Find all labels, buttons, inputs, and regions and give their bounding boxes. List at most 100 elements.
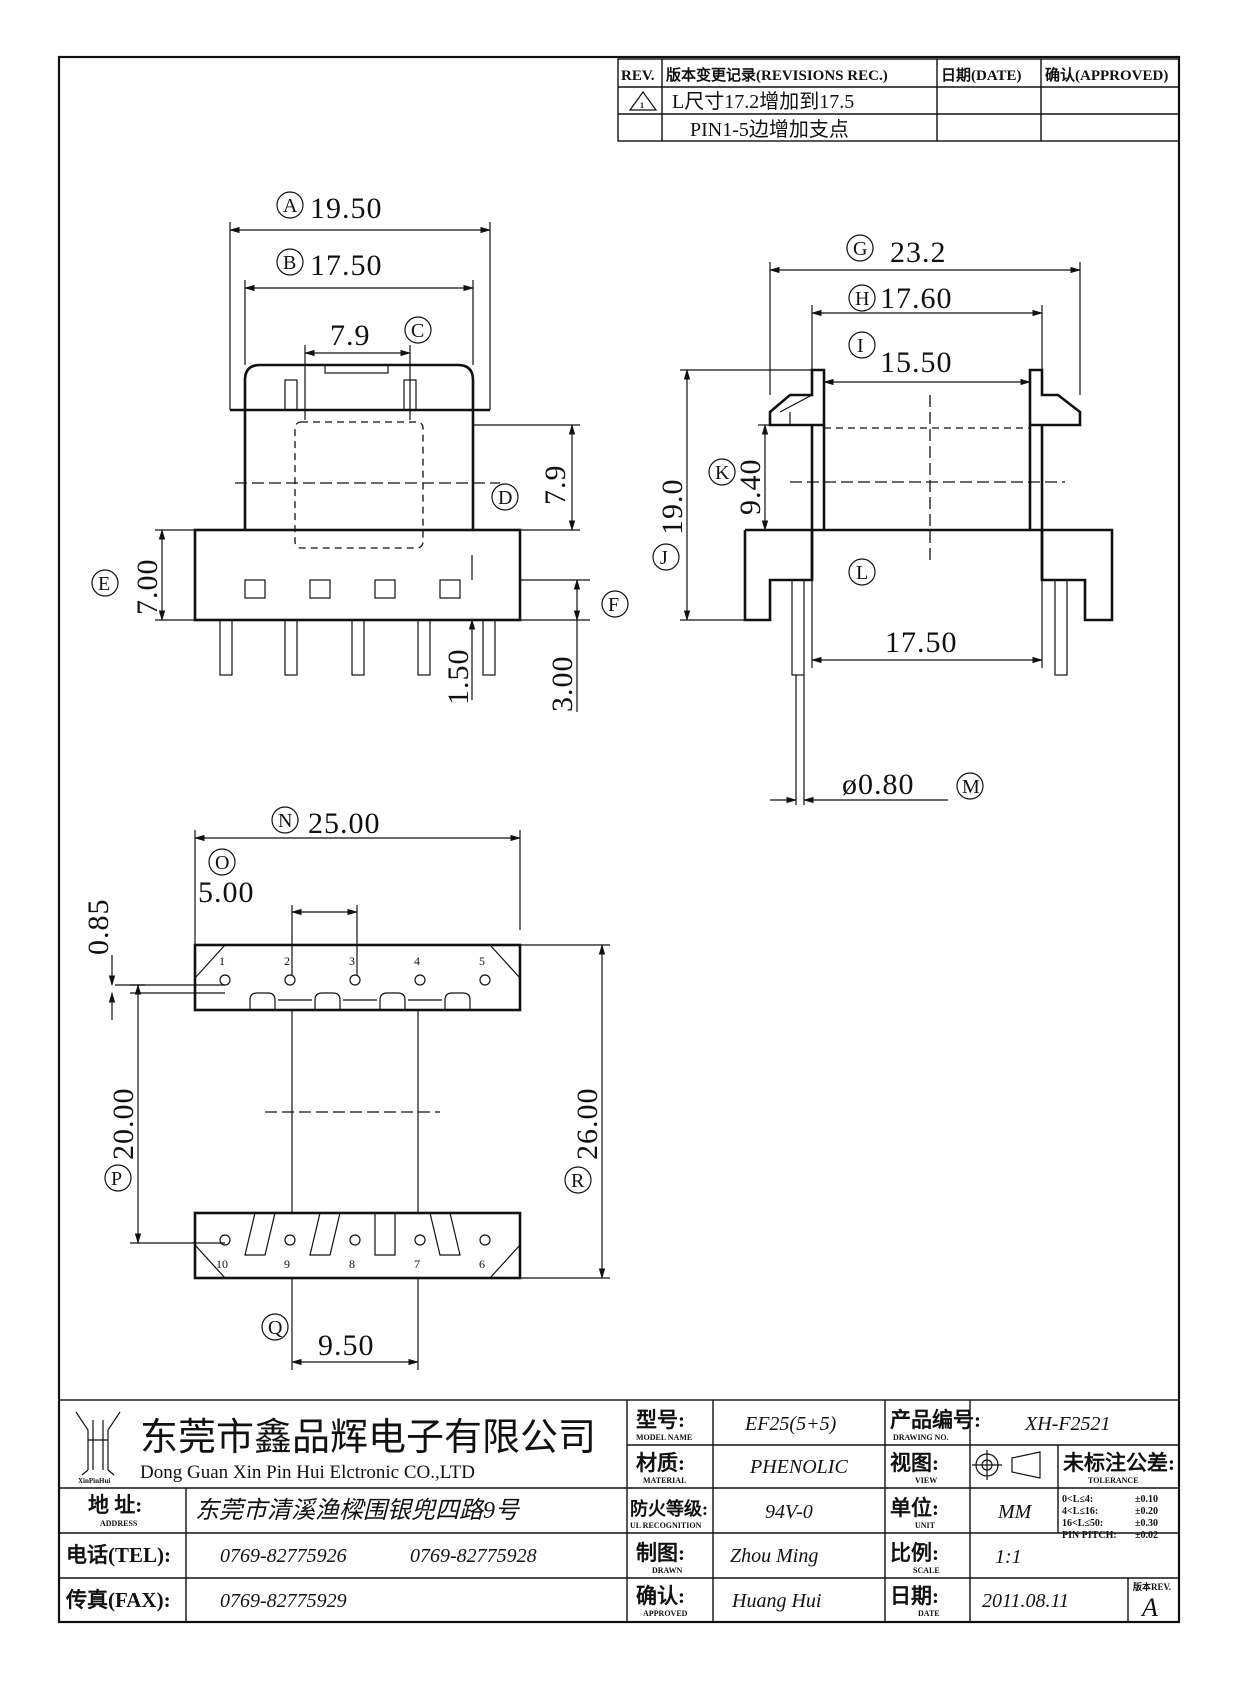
address-value: 东莞市清溪渔樑围银兜四路9号 bbox=[195, 1497, 521, 1524]
sheet-border bbox=[57, 55, 1181, 1624]
front-view: A 19.50 B 17.50 7.9 C 7.9 D 7.00 E bbox=[91, 191, 629, 713]
material-value: PHENOLIC bbox=[749, 1456, 848, 1478]
dim-d-letter: D bbox=[498, 487, 512, 509]
approved-value: Huang Hui bbox=[731, 1590, 821, 1612]
title-block: XinPinHui 东莞市鑫品辉电子有限公司 Dong Guan Xin Pin… bbox=[58, 1399, 1180, 1623]
tel-label: 电话(TEL): bbox=[66, 1543, 171, 1567]
drawn-value: Zhou Ming bbox=[730, 1545, 818, 1567]
revision-date-header: 日期(DATE) bbox=[941, 66, 1022, 84]
address-label-sub: ADDRESS bbox=[100, 1519, 138, 1528]
pin-label-7: 7 bbox=[414, 1257, 420, 1271]
revision-record-header: 版本变更记录(REVISIONS REC.) bbox=[666, 66, 888, 84]
fax-label: 传真(FAX): bbox=[65, 1588, 171, 1612]
pin-label-1: 1 bbox=[219, 954, 225, 968]
pin-label-3: 3 bbox=[349, 954, 355, 968]
drawing-no-label: 产品编号: bbox=[890, 1408, 981, 1432]
fax-value: 0769-82775929 bbox=[220, 1590, 347, 1612]
dim-a-letter: A bbox=[283, 195, 298, 217]
approved-label: 确认: bbox=[636, 1584, 685, 1608]
dim-i-letter: I bbox=[857, 335, 864, 357]
side-view: G 23.2 H 17.60 I 15.50 19.0 J 9.40 K L 1… bbox=[652, 234, 1114, 805]
scale-value: 1:1 bbox=[995, 1546, 1022, 1568]
dim-r-letter: R bbox=[571, 1170, 585, 1192]
dim-l-letter: L bbox=[856, 562, 868, 584]
dim-f-value: 3.00 bbox=[546, 656, 579, 713]
tel-1: 0769-82775926 bbox=[220, 1545, 347, 1567]
model-value: EF25(5+5) bbox=[744, 1413, 837, 1435]
revision-approved-header: 确认(APPROVED) bbox=[1045, 66, 1168, 84]
material-label: 材质: bbox=[636, 1451, 685, 1475]
view-label: 视图: bbox=[890, 1451, 939, 1475]
tolerance-range-4: PIN PITCH: bbox=[1062, 1530, 1117, 1541]
fire-rating-label: 防火等级: bbox=[630, 1498, 708, 1519]
dim-g-value: 23.2 bbox=[890, 236, 947, 269]
fire-rating-value: 94V-0 bbox=[765, 1501, 813, 1523]
tolerance-range-3: 16<L≤50: bbox=[1062, 1518, 1103, 1529]
dim-a-value: 19.50 bbox=[310, 192, 383, 225]
dim-f-letter: F bbox=[608, 594, 619, 616]
drawn-label-sub: DRAWN bbox=[652, 1566, 682, 1575]
date-label-sub: DATE bbox=[918, 1609, 940, 1618]
dim-n-letter: N bbox=[278, 810, 292, 832]
tel-2: 0769-82775928 bbox=[410, 1545, 537, 1567]
scale-label-sub: SCALE bbox=[913, 1566, 940, 1575]
tolerance-value-2: ±0.20 bbox=[1135, 1506, 1158, 1517]
revision-table: REV. 版本变更记录(REVISIONS REC.) 日期(DATE) 确认(… bbox=[617, 58, 1180, 142]
material-label-sub: MATERIAL bbox=[643, 1476, 686, 1485]
drawing-no-value: XH-F2521 bbox=[1024, 1413, 1111, 1435]
unit-label-sub: UNIT bbox=[915, 1521, 936, 1530]
dim-o2-value: 0.85 bbox=[82, 899, 115, 956]
pin-label-9: 9 bbox=[284, 1257, 290, 1271]
dim-i-value: 15.50 bbox=[880, 346, 953, 379]
dim-p-letter: P bbox=[111, 1168, 122, 1190]
dim-b-value: 17.50 bbox=[310, 249, 383, 282]
tolerance-label: 未标注公差: bbox=[1063, 1451, 1175, 1475]
projection-symbol-icon bbox=[972, 1450, 1041, 1480]
dim-k-letter: K bbox=[715, 462, 730, 484]
dim-f2-value: 1.50 bbox=[442, 649, 475, 706]
dim-o-value: 5.00 bbox=[198, 876, 255, 909]
tolerance-value-3: ±0.30 bbox=[1135, 1518, 1158, 1529]
pin-label-4: 4 bbox=[414, 954, 420, 968]
drawing-no-label-sub: DRAWING NO. bbox=[893, 1433, 949, 1442]
bottom-view: 1 2 3 4 5 10 9 8 7 6 N 25.00 O 5. bbox=[82, 806, 610, 1370]
pin-label-5: 5 bbox=[479, 954, 485, 968]
pin-label-2: 2 bbox=[284, 954, 290, 968]
dim-c-letter: C bbox=[411, 320, 424, 342]
model-label-sub: MODEL NAME bbox=[636, 1433, 692, 1442]
rev-label: 版本REV. bbox=[1132, 1581, 1171, 1592]
dim-m-value: ø0.80 bbox=[842, 768, 915, 801]
model-label: 型号: bbox=[636, 1408, 685, 1432]
dim-q-value: 9.50 bbox=[318, 1329, 375, 1362]
dim-q-letter: Q bbox=[268, 1317, 283, 1339]
tolerance-value-1: ±0.10 bbox=[1135, 1494, 1158, 1505]
unit-label: 单位: bbox=[890, 1496, 939, 1520]
dim-j-letter: J bbox=[660, 547, 668, 569]
tolerance-range-1: 0<L≤4: bbox=[1062, 1494, 1093, 1505]
pin-label-8: 8 bbox=[349, 1257, 355, 1271]
company-name-en: Dong Guan Xin Pin Hui Elctronic CO.,LTD bbox=[140, 1462, 475, 1483]
dim-k-value: 9.40 bbox=[734, 459, 767, 516]
rev-header: REV. bbox=[621, 68, 655, 84]
pin-label-6: 6 bbox=[479, 1257, 485, 1271]
unit-value: MM bbox=[997, 1501, 1033, 1523]
tolerance-range-2: 4<L≤16: bbox=[1062, 1506, 1098, 1517]
svg-text:1: 1 bbox=[640, 101, 644, 110]
dim-n-value: 25.00 bbox=[308, 807, 381, 840]
tolerance-label-sub: TOLERANCE bbox=[1088, 1476, 1139, 1485]
pin-label-10: 10 bbox=[216, 1257, 228, 1271]
scale-label: 比例: bbox=[890, 1541, 939, 1565]
dim-l-value: 17.50 bbox=[885, 626, 958, 659]
logo-caption: XinPinHui bbox=[78, 1477, 110, 1485]
revision-triangle-icon: 1 bbox=[628, 90, 658, 111]
dim-h-value: 17.60 bbox=[880, 282, 953, 315]
company-logo: XinPinHui bbox=[75, 1411, 121, 1485]
dim-r-value: 26.00 bbox=[571, 1088, 604, 1161]
company-name-cn: 东莞市鑫品辉电子有限公司 bbox=[140, 1415, 596, 1459]
dim-c-value: 7.9 bbox=[330, 319, 371, 352]
dim-h-letter: H bbox=[855, 288, 869, 310]
tolerance-value-4: ±0.02 bbox=[1135, 1530, 1158, 1541]
date-label: 日期: bbox=[890, 1584, 939, 1608]
dim-j-value: 19.0 bbox=[656, 479, 689, 536]
